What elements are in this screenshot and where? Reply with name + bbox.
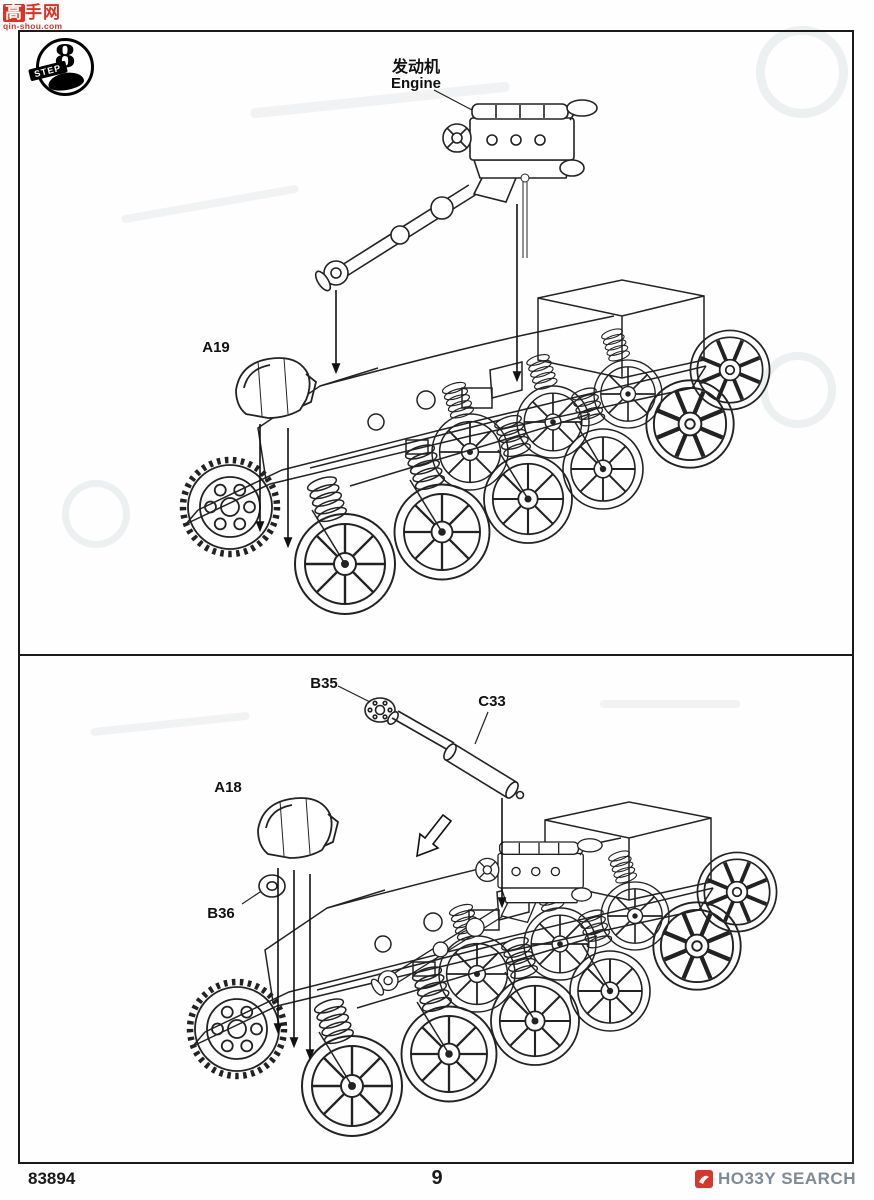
watermark-logo: 高 <box>3 3 25 22</box>
brand-word-search: SEARCH <box>781 1169 856 1188</box>
engine-label-leader-line <box>433 89 473 111</box>
part-label-b35: B35 <box>310 675 338 692</box>
b35-leader-line <box>337 685 371 703</box>
part-label-a18: A18 <box>214 779 242 796</box>
kit-number: 83894 <box>28 1169 76 1188</box>
diagram-panel-bottom: B35 C33 A18 B36 <box>18 654 854 1164</box>
placement-arrows <box>255 204 522 549</box>
step-badge: 8 STEP <box>28 38 102 104</box>
chassis-drawing <box>183 280 770 614</box>
watermark-text: 手网 <box>25 3 61 22</box>
watermark-url: qin-shou.com <box>3 20 63 31</box>
assembly-diagram-driveshaft: B35 C33 A18 B36 <box>20 675 852 1162</box>
label-leader-lines <box>241 685 489 905</box>
page-footer: 83894 9 HO33Y SEARCH <box>0 1166 874 1196</box>
hobby-search-logo: HO33Y SEARCH <box>694 1169 856 1189</box>
c33-leader-line <box>474 711 489 745</box>
part-c33-drawing <box>391 710 525 800</box>
brand-word-hobby: HO33Y <box>717 1169 777 1188</box>
hobby-search-logo-icon <box>694 1170 713 1188</box>
diagram-panel-top: 发动机 Engine A19 <box>18 30 854 656</box>
direction-block-arrow-icon <box>416 813 453 858</box>
part-a18-drawing <box>257 797 339 859</box>
part-b35-drawing <box>364 697 399 725</box>
b36-leader-line <box>241 891 261 905</box>
bleedthrough-ghost <box>600 700 740 708</box>
site-watermark: 高手网 qin-shou.com <box>3 4 62 31</box>
part-a19-drawing <box>235 357 317 419</box>
engine-label-cn: 发动机 <box>391 57 440 76</box>
part-b36-drawing <box>258 874 286 898</box>
engine-label-en: Engine <box>391 75 441 92</box>
engine-drawing <box>312 99 598 294</box>
lever-part-drawing <box>520 173 530 258</box>
part-label-a19: A19 <box>202 339 230 356</box>
bleedthrough-ghost <box>62 480 130 548</box>
placement-arrows <box>273 798 507 1061</box>
page-number: 9 <box>431 1167 443 1189</box>
part-label-c33: C33 <box>478 693 506 710</box>
part-label-b36: B36 <box>207 905 235 922</box>
assembly-diagram-engine: 发动机 Engine A19 <box>20 57 852 654</box>
